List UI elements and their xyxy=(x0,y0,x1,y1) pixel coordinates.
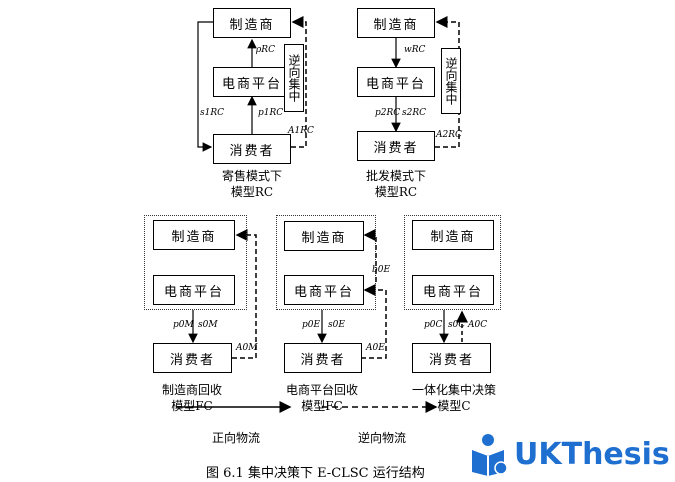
label-p1-rc: p1RC xyxy=(258,108,284,118)
label-a0-e: A0E xyxy=(366,343,385,353)
reverse-center-box-rc1: 逆向集中 xyxy=(284,44,304,112)
dashed-return-rc1 xyxy=(291,16,307,148)
platform-box-c: 电商平台 xyxy=(412,275,494,305)
dashed-return-rc2 xyxy=(435,16,460,148)
reader-icon xyxy=(472,434,508,476)
group-fcm xyxy=(144,215,247,310)
label-a0-c: A0C xyxy=(468,320,488,330)
platform-box-rc2: 电商平台 xyxy=(357,67,435,97)
label-a0-m: A0M xyxy=(236,343,258,353)
platform-box-fcm: 电商平台 xyxy=(153,275,235,305)
consumer-box-c: 消费者 xyxy=(412,343,491,373)
legend-reverse-label: 逆向物流 xyxy=(357,431,406,445)
label-s1-rc: s1RC xyxy=(200,108,225,118)
group-fce xyxy=(276,215,376,310)
dashed-return-fce-platform xyxy=(361,284,387,359)
logo-text: UKThesis xyxy=(514,436,670,472)
manufacturer-box-c: 制造商 xyxy=(412,220,494,250)
label-b0-e: b0E xyxy=(372,265,391,275)
label-p0-c: p0C xyxy=(424,320,443,330)
manufacturer-box-fce: 制造商 xyxy=(284,221,364,251)
manufacturer-box-rc1: 制造商 xyxy=(213,8,291,38)
label-s2-rc: s2RC xyxy=(402,108,427,118)
figure-caption: 图 6.1 集中决策下 E-CLSC 运行结构 xyxy=(206,466,425,481)
consumer-box-fcm: 消费者 xyxy=(153,343,232,373)
caption-rc-wholesale: 批发模式下 模型RC xyxy=(365,169,426,199)
label-s0-c: s0C xyxy=(448,320,466,330)
caption-fc-manufacturer: 制造商回收 模型FC xyxy=(161,383,222,413)
label-s0-m: s0M xyxy=(198,320,218,330)
ukthesis-logo: UKThesis xyxy=(468,432,670,476)
consumer-box-rc2: 消费者 xyxy=(357,131,435,161)
label-rho-rc: ρRC xyxy=(256,45,275,55)
manufacturer-box-fcm: 制造商 xyxy=(153,220,235,250)
label-p0-m: p0M xyxy=(173,320,194,330)
caption-c-integrated: 一体化集中决策 模型C xyxy=(411,383,496,413)
platform-box-fce: 电商平台 xyxy=(284,275,364,305)
manufacturer-box-rc2: 制造商 xyxy=(357,8,435,38)
label-a2-rc: A2RC xyxy=(436,130,462,140)
consumer-box-rc1: 消费者 xyxy=(213,134,291,164)
label-p0-e: p0E xyxy=(302,320,321,330)
reverse-center-box-rc2: 逆向集中 xyxy=(441,48,461,114)
label-s0-e: s0E xyxy=(328,320,345,330)
arrow-manufacturer-to-consumer xyxy=(197,21,213,152)
label-a1-rc: A1RC xyxy=(288,126,314,136)
consumer-box-fce: 消费者 xyxy=(284,343,362,373)
legend-forward-label: 正向物流 xyxy=(211,431,260,445)
label-p2-rc: p2RC xyxy=(375,108,401,118)
caption-rc-consign: 寄售模式下 模型RC xyxy=(221,169,282,199)
caption-fc-platform: 电商平台回收 模型FC xyxy=(285,383,358,413)
label-w-rc: wRC xyxy=(404,45,426,55)
platform-box-rc1: 电商平台 xyxy=(213,67,291,97)
group-c xyxy=(404,215,501,310)
